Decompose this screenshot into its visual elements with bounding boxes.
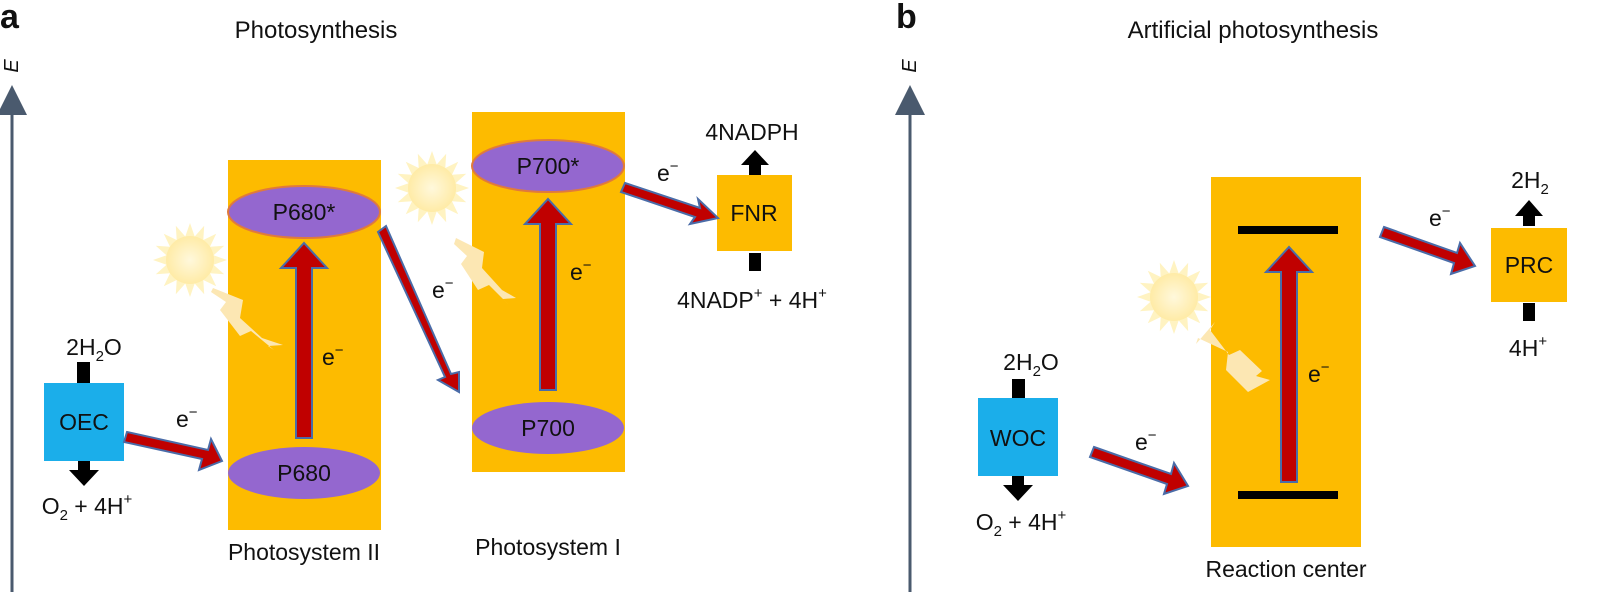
photosystem-ii-label: Photosystem II xyxy=(228,539,380,565)
sun-core xyxy=(1150,273,1198,321)
prc-label: PRC xyxy=(1505,252,1554,278)
lightning-icon xyxy=(211,288,283,350)
woc-output-label: O2 + 4H+ xyxy=(976,507,1067,540)
lightning-icon xyxy=(1196,322,1270,392)
fnr-output-arrow xyxy=(741,150,769,175)
pigment-p680-label: P680 xyxy=(277,460,331,486)
electron-label: e− xyxy=(432,275,454,303)
excitation-arrow-rc xyxy=(1263,245,1315,483)
oec-input-label: 2H2O xyxy=(66,334,122,365)
electron-arrow-p700star-to-fnr xyxy=(619,181,721,226)
panel-a-letter: a xyxy=(0,0,20,36)
electron-label: e− xyxy=(1135,427,1157,455)
electron-label: e− xyxy=(176,404,198,432)
photosystem-i-label: Photosystem I xyxy=(475,534,621,560)
pigment-p680-star xyxy=(227,185,381,239)
electron-arrow-oec-to-p680 xyxy=(122,430,224,472)
prc-output-arrow xyxy=(1515,200,1543,226)
woc-box xyxy=(978,398,1058,476)
oec-output-label: O2 + 4H+ xyxy=(42,491,133,524)
panel-a-title: Photosynthesis xyxy=(235,17,398,44)
sun-icon xyxy=(1137,260,1211,334)
sun-core xyxy=(408,164,456,212)
prc-box xyxy=(1491,228,1567,302)
fnr-reactant-label: 4NADP+ + 4H+ xyxy=(677,285,827,313)
electron-label: e− xyxy=(1429,203,1451,231)
energy-axis-label-a: E xyxy=(1,59,23,73)
woc-input-label: 2H2O xyxy=(1003,349,1059,380)
sun-core xyxy=(166,236,214,284)
prc-input-connector xyxy=(1523,303,1535,321)
electron-label: e− xyxy=(1308,359,1330,387)
fnr-label: FNR xyxy=(730,200,777,226)
sun-icon xyxy=(395,151,469,225)
panel-b: b Artificial photosynthesis E WOC 2H2O O… xyxy=(895,0,1567,592)
electron-label: e− xyxy=(570,257,592,285)
electron-label: e− xyxy=(322,342,344,370)
energy-axis-label-b: E xyxy=(899,59,921,73)
panel-a: a Photosynthesis E P680* P680 P700* P700… xyxy=(0,0,827,592)
fnr-box xyxy=(717,175,792,251)
electron-arrow-rc-to-prc xyxy=(1378,225,1477,276)
fnr-input-connector xyxy=(749,253,761,271)
woc-label: WOC xyxy=(990,425,1046,451)
pigment-p700 xyxy=(472,402,624,454)
excitation-arrow-ps2 xyxy=(278,241,330,439)
electron-arrow-p680star-to-p700 xyxy=(376,224,460,394)
pigment-p680 xyxy=(228,447,380,499)
pigment-p700-star-label: P700* xyxy=(517,153,580,179)
panel-b-letter: b xyxy=(896,0,917,36)
sun-icon xyxy=(153,223,227,297)
prc-product-label: 2H2 xyxy=(1511,167,1549,198)
pigment-p700-star xyxy=(471,139,625,193)
electron-arrow-woc-to-rc xyxy=(1088,445,1190,496)
fnr-product-label: 4NADPH xyxy=(705,119,798,145)
pigment-p700-label: P700 xyxy=(521,415,575,441)
reaction-center-label: Reaction center xyxy=(1205,556,1366,582)
pigment-p680-star-label: P680* xyxy=(273,199,336,225)
oec-box xyxy=(44,383,124,461)
lightning-icon xyxy=(454,238,516,304)
woc-input-connector xyxy=(1012,379,1025,398)
panel-b-title: Artificial photosynthesis xyxy=(1128,17,1379,44)
electron-label: e− xyxy=(657,158,679,186)
prc-reactant-label: 4H+ xyxy=(1509,333,1547,361)
oec-output-arrow xyxy=(69,461,99,486)
excitation-arrow-ps1 xyxy=(522,197,574,391)
oec-input-connector xyxy=(77,362,90,383)
oec-label: OEC xyxy=(59,409,109,435)
woc-output-arrow xyxy=(1003,476,1033,501)
